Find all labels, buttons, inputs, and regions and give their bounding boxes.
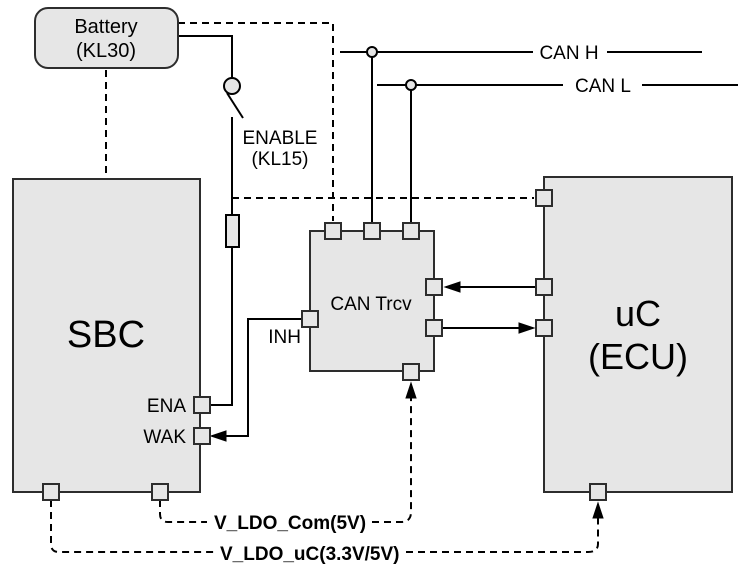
dashed-vldo-com-right [372, 381, 417, 523]
can-l-label: CAN L [575, 76, 631, 97]
wire-resistor-to-ena [211, 247, 233, 406]
enable-label-line2: (KL15) [251, 149, 308, 170]
pin-uc-txd [535, 278, 553, 296]
pin-uc-kl15 [535, 189, 553, 207]
pin-trcv-vcc [402, 363, 420, 381]
battery-block [34, 7, 179, 69]
can-l-junction-dot [405, 79, 417, 91]
microcontroller-label-line2: (ECU) [588, 336, 688, 377]
v-ldo-com-label: V_LDO_Com(5V) [214, 513, 366, 534]
wire-inh-to-wak [209, 318, 302, 442]
pin-uc-vldo [589, 483, 607, 501]
resistor-icon [225, 214, 240, 248]
inh-pin-label: INH [268, 327, 301, 348]
pin-sbc-wak [193, 427, 211, 445]
dashed-vldo-uc-right [406, 501, 604, 553]
sbc-block [12, 178, 201, 493]
pin-sbc-vldo-com [151, 483, 169, 501]
pin-trcv-inh [301, 310, 319, 328]
pin-uc-rxd [535, 319, 553, 337]
wire-battery-to-switch [178, 35, 233, 78]
sbc-label: SBC [67, 314, 145, 356]
can-h-junction-dot [366, 46, 378, 58]
can-h-label: CAN H [539, 43, 598, 64]
dashed-battery-to-trcv [178, 22, 334, 221]
pin-trcv-rxd [425, 319, 443, 337]
enable-label-line1: ENABLE [243, 128, 318, 149]
dashed-vldo-uc-left [50, 500, 214, 553]
pin-trcv-bat [324, 222, 342, 240]
wak-pin-label: WAK [143, 427, 186, 448]
switch-contact-icon [223, 77, 241, 95]
switch-blade [226, 92, 244, 119]
microcontroller-block [543, 176, 733, 493]
pin-sbc-vldo-uc [42, 483, 60, 501]
pin-trcv-canl [402, 222, 420, 240]
can-transceiver-label: CAN Trcv [330, 294, 412, 315]
pin-trcv-canh [363, 222, 381, 240]
battery-label-line1: Battery [74, 16, 137, 38]
pin-sbc-ena [193, 396, 211, 414]
v-ldo-uc-label: V_LDO_uC(3.3V/5V) [220, 544, 400, 565]
ena-pin-label: ENA [147, 396, 186, 417]
dashed-vldo-com-left [159, 500, 207, 523]
battery-label-line2: (KL30) [76, 40, 136, 62]
pin-trcv-txd [425, 278, 443, 296]
microcontroller-label-line1: uC [615, 293, 661, 334]
